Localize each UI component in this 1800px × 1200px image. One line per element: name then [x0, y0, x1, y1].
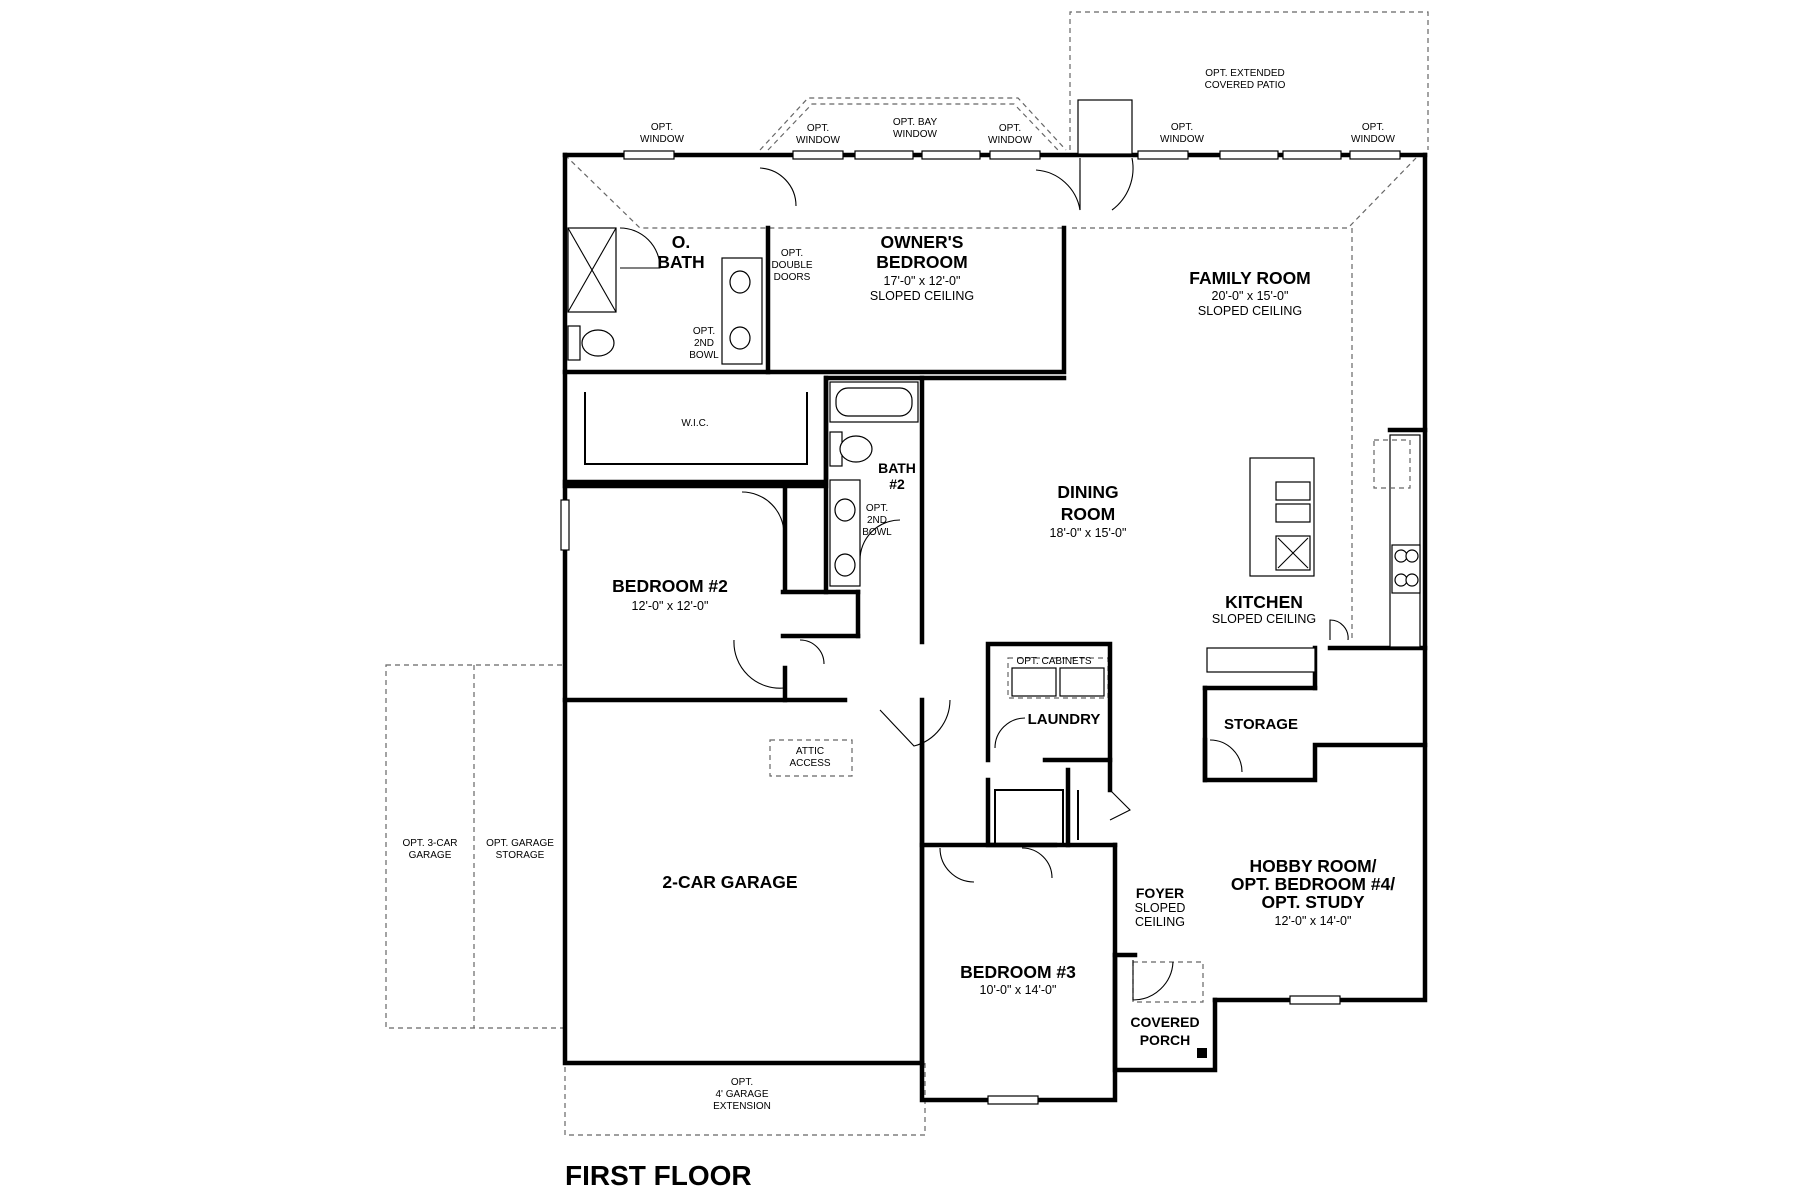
room-labels: OWNER'S BEDROOM 17'-0" x 12'-0" SLOPED C…: [612, 232, 1395, 1048]
opt-double-doors-3: DOORS: [774, 272, 811, 283]
opt-3car-label-2: GARAGE: [409, 850, 452, 861]
porch-label-2: PORCH: [1140, 1032, 1191, 1048]
porch-label: COVERED: [1130, 1014, 1199, 1030]
opt-bay-label-b: WINDOW: [893, 129, 937, 140]
family-room-label: FAMILY ROOM: [1189, 268, 1311, 288]
windows: [560, 99, 1401, 1105]
bath2-2nd-bowl-2: 2ND: [867, 515, 887, 526]
kitchen-note: SLOPED CEILING: [1212, 612, 1316, 626]
opt-extended-label: OPT. EXTENDED: [1205, 68, 1284, 79]
opt-window-label-5: OPT.: [1362, 122, 1384, 133]
bath2-2nd-bowl-3: BOWL: [862, 527, 892, 538]
opt-double-doors-1: OPT.: [781, 248, 803, 259]
wic-label: W.I.C.: [681, 418, 708, 429]
owners-bedroom-note: SLOPED CEILING: [870, 289, 974, 303]
dining-room-size: 18'-0" x 15'-0": [1050, 526, 1127, 540]
attic-access-1: ATTIC: [796, 746, 824, 757]
family-room-size: 20'-0" x 15'-0": [1212, 289, 1289, 303]
obath-2nd-bowl-1: OPT.: [693, 326, 715, 337]
hobby-room-size: 12'-0" x 14'-0": [1275, 914, 1352, 928]
dining-room-label: DINING: [1057, 482, 1118, 502]
bedroom2-size: 12'-0" x 12'-0": [632, 599, 709, 613]
opt-window-label-5b: WINDOW: [1351, 134, 1395, 145]
owners-bedroom-size: 17'-0" x 12'-0": [884, 274, 961, 288]
garage-label: 2-CAR GARAGE: [662, 872, 797, 892]
bedroom2-label: BEDROOM #2: [612, 576, 728, 596]
bath2-label-2: #2: [889, 476, 905, 492]
bath2-label: BATH: [878, 460, 916, 476]
obath-2nd-bowl-3: BOWL: [689, 350, 719, 361]
hobby-room-label-3: OPT. STUDY: [1261, 892, 1364, 912]
foyer-note-1: SLOPED: [1135, 901, 1186, 915]
opt-bay-label: OPT. BAY: [893, 117, 938, 128]
o-bath-label: O.: [672, 232, 690, 252]
owners-bedroom-label: OWNER'S: [881, 232, 964, 252]
foyer-label: FOYER: [1136, 885, 1184, 901]
hobby-room-label-2: OPT. BEDROOM #4/: [1231, 874, 1395, 894]
opt-gstorage-label-1: OPT. GARAGE: [486, 838, 554, 849]
foyer-note-2: CEILING: [1135, 915, 1185, 929]
obath-2nd-bowl-2: 2ND: [694, 338, 714, 349]
opt-double-doors-2: DOUBLE: [771, 260, 812, 271]
dining-room-label-2: ROOM: [1061, 504, 1115, 524]
bath2-2nd-bowl-1: OPT.: [866, 503, 888, 514]
laundry-label: LAUNDRY: [1028, 711, 1101, 728]
hobby-room-label: HOBBY ROOM/: [1249, 856, 1376, 876]
o-bath-label-2: BATH: [657, 252, 704, 272]
covered-patio-label: COVERED PATIO: [1205, 80, 1286, 91]
opt-3car-label-1: OPT. 3-CAR: [402, 838, 457, 849]
bedroom3-size: 10'-0" x 14'-0": [980, 983, 1057, 997]
bedroom3-label: BEDROOM #3: [960, 962, 1076, 982]
opt-window-label-1: OPT.: [651, 122, 673, 133]
walls: [562, 152, 1428, 1103]
opt-window-label-2: OPT.: [807, 123, 829, 134]
option-labels: OPT. WINDOW OPT. WINDOW OPT. BAY WINDOW …: [402, 68, 1395, 1112]
opt-window-label-4b: WINDOW: [1160, 134, 1204, 145]
opt-gstorage-label-2: STORAGE: [496, 850, 545, 861]
floor-title: FIRST FLOOR: [565, 1160, 752, 1191]
opt-window-label-4: OPT.: [1171, 122, 1193, 133]
kitchen-label: KITCHEN: [1225, 592, 1303, 612]
opt-ext-label-3: EXTENSION: [713, 1101, 771, 1112]
opt-ext-label-1: OPT.: [731, 1077, 753, 1088]
owners-bedroom-label-2: BEDROOM: [876, 252, 967, 272]
doors: [619, 157, 1349, 1001]
storage-label: STORAGE: [1224, 716, 1298, 733]
opt-ext-label-2: 4' GARAGE: [715, 1089, 768, 1100]
opt-window-label-2b: WINDOW: [796, 135, 840, 146]
fixtures: [567, 227, 1421, 1058]
opt-window-label-3b: WINDOW: [988, 135, 1032, 146]
opt-cabinets-label: OPT. CABINETS: [1016, 656, 1091, 667]
family-room-note: SLOPED CEILING: [1198, 304, 1302, 318]
opt-window-label-1b: WINDOW: [640, 134, 684, 145]
optional-outlines: [385, 11, 1429, 1136]
attic-access-2: ACCESS: [789, 758, 830, 769]
opt-window-label-3: OPT.: [999, 123, 1021, 134]
